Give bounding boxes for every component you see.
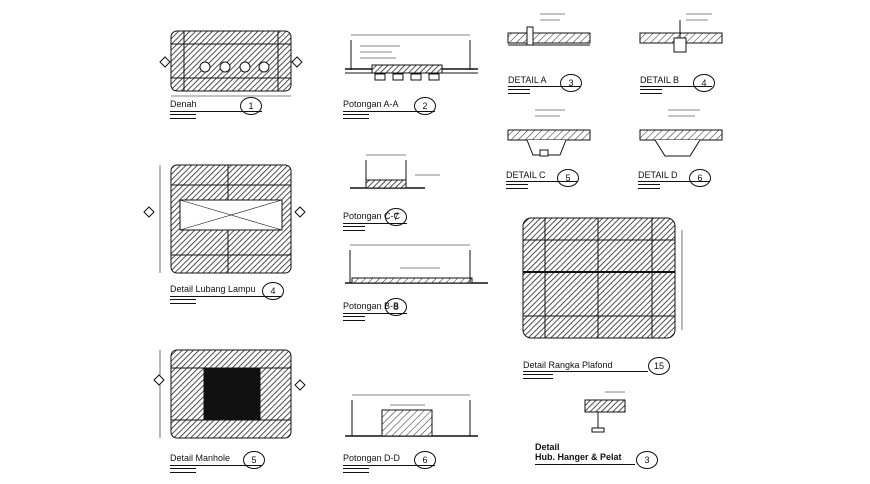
scale-bar xyxy=(343,114,369,119)
view-title-detail-hub-line2: Hub. Hanger & Pelat xyxy=(535,452,622,462)
potongan-dd-section xyxy=(345,394,478,437)
detail-manhole-drawing xyxy=(153,349,306,439)
detail-c-drawing xyxy=(507,109,591,157)
detail-b-drawing xyxy=(639,13,723,53)
view-number-potongan-aa: 2 xyxy=(414,97,436,115)
scale-bar xyxy=(343,226,365,231)
potongan-cc-section xyxy=(350,154,440,189)
view-title-detail-lubang-lampu: Detail Lubang Lampu xyxy=(170,284,256,294)
title-underline xyxy=(343,313,407,314)
title-underline xyxy=(640,86,712,87)
view-number-potongan-dd: 6 xyxy=(414,451,436,469)
view-number-detail-manhole: 5 xyxy=(243,451,265,469)
view-number-potongan-bb: 8 xyxy=(385,298,407,316)
view-title-potongan-dd: Potongan D-D xyxy=(343,453,401,463)
detail-a-drawing xyxy=(507,13,591,46)
view-number-potongan-cc: 7 xyxy=(385,208,407,226)
view-number-detail-hub: 3 xyxy=(636,451,658,469)
view-title-potongan-aa: Potongan A-A xyxy=(343,99,399,109)
title-underline xyxy=(508,86,580,87)
scale-bar xyxy=(343,316,365,321)
view-title-denah: Denah xyxy=(170,99,197,109)
view-title-detail-b: DETAIL B xyxy=(640,75,680,85)
view-title-detail-rangka-plafond: Detail Rangka Plafond xyxy=(523,360,613,370)
scale-bar xyxy=(343,468,369,473)
view-title-detail-d: DETAIL D xyxy=(638,170,678,180)
view-number-detail-c: 5 xyxy=(557,169,579,187)
scale-bar xyxy=(508,89,530,94)
denah-plan xyxy=(159,30,303,97)
view-title-detail-manhole: Detail Manhole xyxy=(170,453,231,463)
title-underline xyxy=(343,223,407,224)
view-number-detail-b: 4 xyxy=(693,74,715,92)
view-number-detail-lubang-lampu: 4 xyxy=(262,282,284,300)
view-number-detail-rangka-plafond: 15 xyxy=(648,357,670,375)
scale-bar xyxy=(506,184,528,189)
detail-rangka-plafond-drawing xyxy=(522,217,683,339)
detail-d-drawing xyxy=(639,109,723,157)
potongan-aa-section xyxy=(345,34,478,81)
title-underline xyxy=(343,111,435,112)
view-title-potongan-cc: Potongan C-C xyxy=(343,211,401,221)
scale-bar xyxy=(640,89,662,94)
view-title-detail-c: DETAIL C xyxy=(506,170,546,180)
view-title-detail-a: DETAIL A xyxy=(508,75,547,85)
title-underline xyxy=(343,465,435,466)
view-number-denah: 1 xyxy=(240,97,262,115)
potongan-bb-section xyxy=(345,244,488,284)
view-title-detail-hub-line1: Detail xyxy=(535,442,560,452)
title-underline xyxy=(170,465,262,466)
title-underline xyxy=(170,296,282,297)
scale-bar xyxy=(170,468,196,473)
view-number-detail-a: 3 xyxy=(560,74,582,92)
title-underline xyxy=(170,111,262,112)
title-underline xyxy=(638,181,710,182)
view-title-potongan-bb: Potongan B-B xyxy=(343,301,400,311)
detail-lubang-lampu-drawing xyxy=(143,164,306,274)
scale-bar xyxy=(170,299,196,304)
title-underline xyxy=(535,464,635,465)
view-number-detail-d: 6 xyxy=(689,169,711,187)
title-underline xyxy=(506,181,578,182)
scale-bar xyxy=(638,184,660,189)
scale-bar xyxy=(170,114,196,119)
detail-hub-hanger-drawing xyxy=(584,391,626,433)
title-underline xyxy=(523,371,648,372)
scale-bar xyxy=(523,374,553,379)
